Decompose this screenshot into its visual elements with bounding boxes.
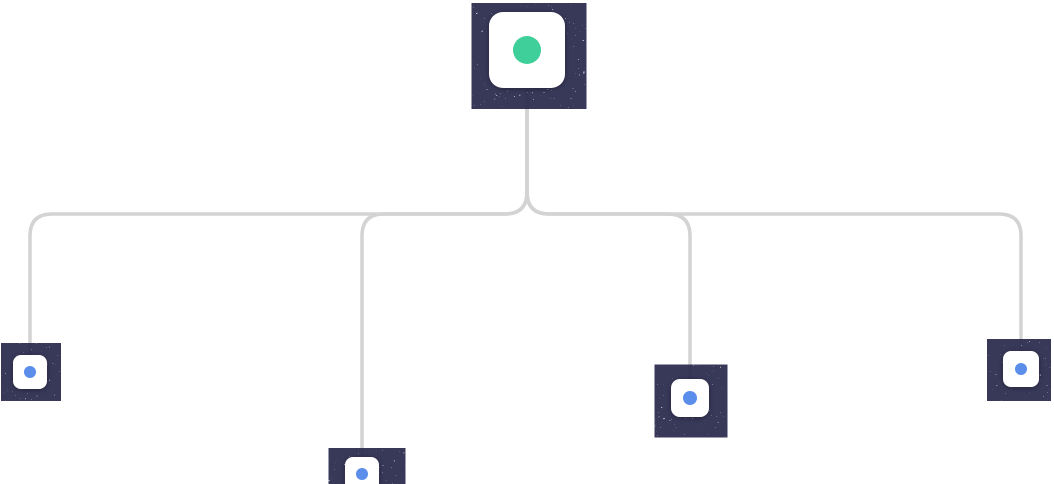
child-node-3-dot	[683, 391, 697, 405]
child-node-2-dot	[356, 468, 368, 480]
child-node-4-dot	[1015, 363, 1027, 375]
edge-root-to-child-4	[525, 86, 1023, 353]
root-node-dot	[513, 36, 541, 64]
child-node-1-dot	[24, 366, 36, 378]
root-node[interactable]	[489, 12, 565, 88]
edge-root-to-child-1	[28, 86, 529, 356]
child-node-3[interactable]	[671, 379, 709, 417]
edge-root-to-child-2	[360, 86, 529, 458]
tree-edges	[28, 86, 1023, 458]
child-node-1[interactable]	[13, 355, 47, 389]
child-node-2[interactable]	[345, 457, 379, 484]
edge-root-to-child-3	[525, 86, 692, 381]
child-node-4[interactable]	[1003, 351, 1039, 387]
